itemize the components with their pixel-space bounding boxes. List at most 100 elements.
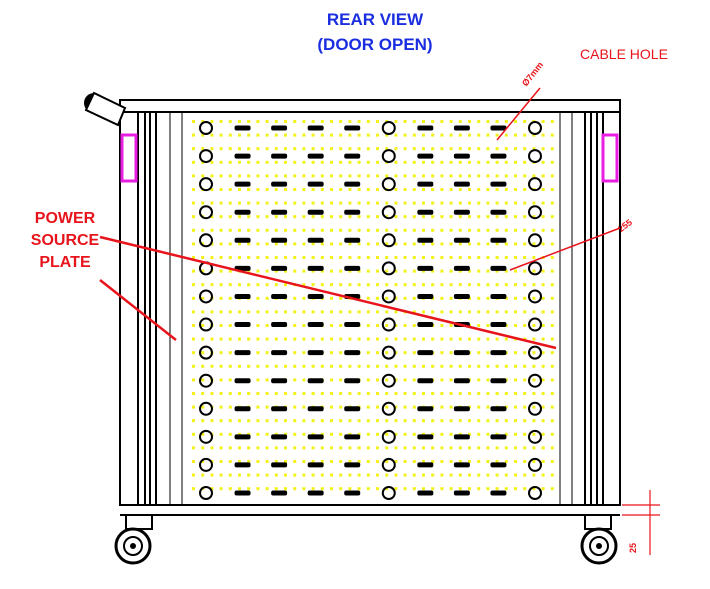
yellow-dot [468, 364, 471, 368]
yellow-dot [449, 133, 453, 137]
yellow-dot [366, 446, 370, 450]
yellow-dot [550, 174, 554, 178]
yellow-dot [366, 296, 370, 300]
yellow-dot [504, 460, 508, 463]
yellow-dot [394, 160, 398, 164]
yellow-dot [192, 473, 195, 477]
round-hole [199, 177, 213, 192]
yellow-dot [192, 446, 195, 450]
yellow-dot [302, 310, 306, 314]
yellow-dot [440, 269, 444, 273]
yellow-dot [238, 256, 241, 259]
yellow-dot [238, 283, 241, 287]
yellow-dot [192, 364, 195, 368]
yellow-dot [504, 432, 508, 436]
yellow-dot [458, 460, 462, 463]
yellow-dot [458, 283, 462, 287]
yellow-dot [265, 215, 269, 219]
yellow-dot [238, 228, 241, 232]
yellow-dot [477, 188, 481, 191]
yellow-dot [366, 310, 370, 314]
yellow-dot [495, 188, 499, 191]
yellow-dot [477, 215, 481, 219]
round-hole [199, 205, 213, 220]
yellow-dot [486, 446, 490, 450]
yellow-dot [532, 378, 536, 382]
yellow-dot [550, 487, 554, 491]
yellow-dot [201, 283, 205, 287]
slot-hole [307, 406, 324, 412]
yellow-dot [320, 283, 324, 287]
yellow-dot [532, 419, 536, 423]
yellow-dot [265, 460, 269, 463]
yellow-dot [357, 256, 361, 259]
yellow-dot [541, 337, 545, 341]
yellow-dot [274, 174, 278, 178]
yellow-dot [486, 174, 490, 178]
slot-hole [344, 209, 361, 215]
yellow-dot [532, 324, 536, 327]
yellow-dot [348, 446, 352, 450]
yellow-dot [256, 351, 260, 355]
yellow-dot [293, 160, 297, 164]
yellow-dot [330, 201, 333, 205]
yellow-dot [256, 460, 260, 463]
yellow-dot [440, 473, 444, 477]
yellow-dot [523, 296, 527, 300]
yellow-dot [422, 310, 425, 314]
yellow-dot [431, 310, 435, 314]
round-hole [199, 401, 213, 416]
yellow-dot [219, 324, 223, 327]
yellow-dot [550, 160, 554, 164]
yellow-dot [495, 228, 499, 232]
yellow-dot [495, 392, 499, 395]
yellow-dot [532, 242, 536, 246]
right-side-panel [559, 112, 604, 505]
yellow-dot [523, 188, 527, 191]
yellow-dot [523, 324, 527, 327]
round-hole [199, 289, 213, 304]
yellow-dot [357, 283, 361, 287]
yellow-dot [431, 283, 435, 287]
yellow-dot [495, 133, 499, 137]
yellow-dot [348, 269, 352, 273]
yellow-dot [265, 364, 269, 368]
yellow-dot [247, 215, 251, 219]
yellow-dot [385, 351, 389, 355]
yellow-dot [477, 432, 481, 436]
yellow-dot [284, 242, 287, 246]
yellow-dot [219, 174, 223, 178]
yellow-dot [440, 174, 444, 178]
yellow-dot [366, 133, 370, 137]
yellow-dot [514, 201, 517, 205]
yellow-dot [256, 310, 260, 314]
yellow-dot [376, 310, 379, 314]
yellow-dot [403, 351, 407, 355]
yellow-dot [458, 228, 462, 232]
yellow-dot [265, 310, 269, 314]
slot-hole [490, 153, 507, 159]
yellow-dot [541, 405, 545, 409]
yellow-dot [541, 460, 545, 463]
yellow-dot [486, 487, 490, 491]
yellow-dot [477, 351, 481, 355]
yellow-dot [311, 133, 315, 137]
yellow-dot [348, 133, 352, 137]
yellow-dot [366, 392, 370, 395]
yellow-dot [495, 310, 499, 314]
yellow-dot [440, 120, 444, 123]
yellow-dot [431, 269, 435, 273]
yellow-dot [366, 147, 370, 151]
slot-hole [234, 153, 251, 159]
yellow-dot [468, 432, 471, 436]
slot-hole [234, 237, 251, 243]
yellow-dot [385, 432, 389, 436]
yellow-dot [201, 256, 205, 259]
yellow-dot [523, 351, 527, 355]
yellow-dot [541, 473, 545, 477]
yellow-dot [265, 473, 269, 477]
yellow-dot [376, 405, 379, 409]
yellow-dot [477, 147, 481, 151]
yellow-dot [366, 269, 370, 273]
yellow-dot [422, 120, 425, 123]
